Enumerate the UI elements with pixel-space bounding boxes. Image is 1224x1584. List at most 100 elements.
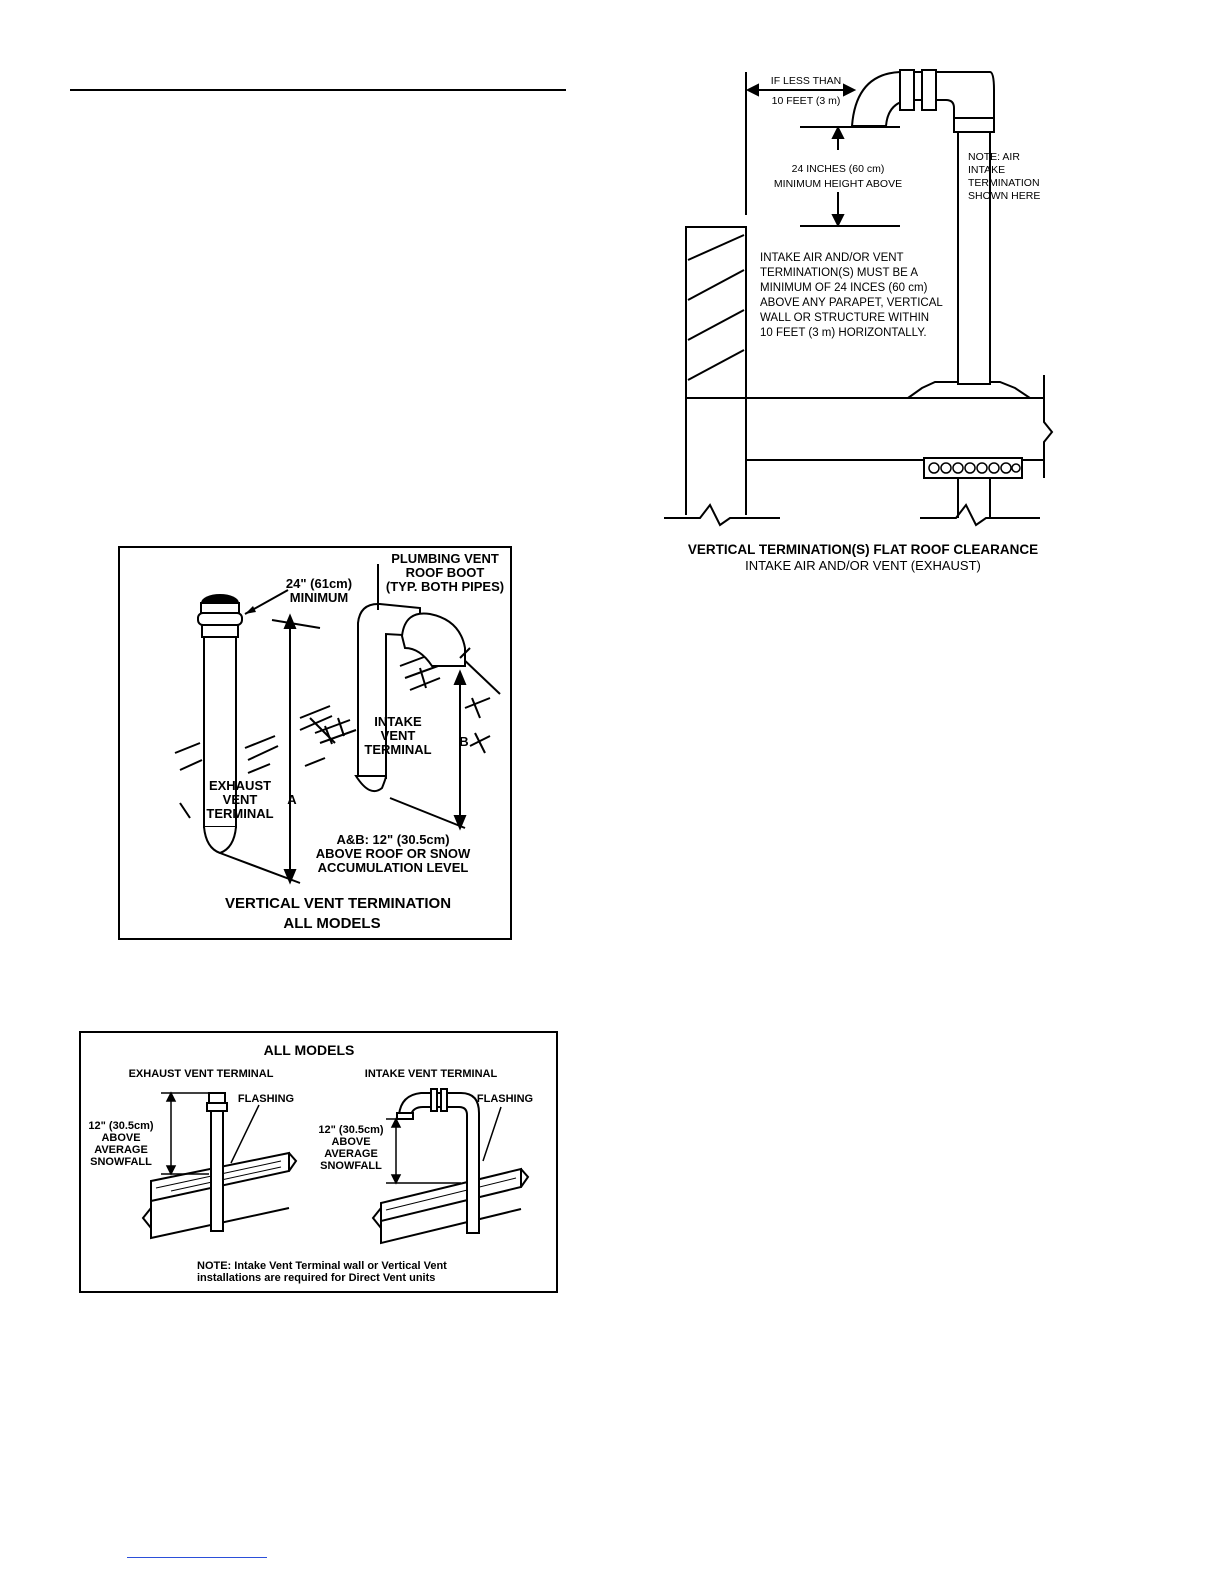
snow-right-dimension (386, 1106, 502, 1185)
svg-text:NOTE: AIR: NOTE: AIR (968, 151, 1020, 163)
svg-text:installations are required for: installations are required for Direct Ve… (197, 1272, 435, 1284)
svg-text:VERTICAL TERMINATION(S) FLAT R: VERTICAL TERMINATION(S) FLAT ROOF CLEARA… (688, 542, 1038, 557)
plumbing-label-1: PLUMBING VENT (391, 551, 499, 566)
svg-text:INTAKE: INTAKE (968, 164, 1005, 176)
svg-text:24" (61cm): 24" (61cm) (286, 576, 352, 591)
svg-text:SHOWN HERE: SHOWN HERE (968, 190, 1040, 202)
if-less-label-2: 10 FEET (3 m) (772, 95, 841, 107)
air-note-3: TERMINATION (968, 177, 1040, 189)
minimum-label-2: MINIMUM (290, 590, 349, 605)
above-right-1: 12" (30.5cm) (318, 1124, 383, 1136)
exhaust-label-3: TERMINAL (206, 806, 273, 821)
svg-text:VENT: VENT (223, 792, 258, 807)
intake-label-2: VENT (381, 728, 416, 743)
above-right-2: ABOVE (331, 1136, 370, 1148)
requirement-line-3: MINIMUM OF 24 INCES (60 cm) (760, 282, 928, 294)
flat-roof-diagram: IF LESS THAN 10 FEET (3 m) 24 INCHES (60… (664, 69, 1054, 573)
requirement-line-6: 10 FEET (3 m) HORIZONTALLY. (760, 327, 927, 339)
snowfall-note-2: installations are required for Direct Ve… (197, 1272, 435, 1284)
snow-left-dimension (161, 1091, 260, 1176)
svg-text:TERMINAL: TERMINAL (206, 806, 273, 821)
roof-hatching (174, 653, 501, 819)
svg-text:INTAKE: INTAKE (374, 714, 422, 729)
height-label-1: 24 INCHES (60 cm) (792, 163, 885, 175)
svg-text:NOTE: Intake Vent Terminal wal: NOTE: Intake Vent Terminal wall or Verti… (197, 1260, 447, 1272)
exhaust-pipe (197, 594, 301, 884)
vertical-caption-1: VERTICAL VENT TERMINATION (225, 895, 451, 912)
air-note-1: NOTE: AIR (968, 151, 1020, 163)
intake-terminal-title: INTAKE VENT TERMINAL (365, 1068, 498, 1080)
roof-vent-grille (923, 457, 1023, 479)
svg-text:SNOWFALL: SNOWFALL (90, 1156, 152, 1168)
requirement-line-4: ABOVE ANY PARAPET, VERTICAL (760, 297, 943, 309)
svg-text:(TYP. BOTH PIPES): (TYP. BOTH PIPES) (386, 579, 504, 594)
footer-link-underline (127, 1557, 267, 1558)
above-left-3: AVERAGE (94, 1144, 148, 1156)
svg-text:MINIMUM OF 24 INCES (60 cm): MINIMUM OF 24 INCES (60 cm) (760, 282, 928, 294)
svg-text:10 FEET (3 m): 10 FEET (3 m) (772, 95, 841, 107)
dimension-a-label: A (287, 792, 297, 807)
parapet-wall (685, 226, 747, 399)
svg-text:ROOF BOOT: ROOF BOOT (406, 565, 485, 580)
svg-text:VENT: VENT (381, 728, 416, 743)
pipe-flange (904, 381, 1034, 399)
svg-text:TERMINATION: TERMINATION (968, 177, 1040, 189)
vertical-note-1: A&B: 12" (30.5cm) (336, 832, 449, 847)
minimum-label-1: 24" (61cm) (286, 576, 352, 591)
svg-text:24 INCHES (60 cm): 24 INCHES (60 cm) (792, 163, 885, 175)
above-left-4: SNOWFALL (90, 1156, 152, 1168)
flat-roof-figure: IF LESS THAN 10 FEET (3 m) 24 INCHES (60… (660, 60, 1060, 580)
svg-text:12" (30.5cm): 12" (30.5cm) (88, 1120, 153, 1132)
svg-text:TERMINATION(S) MUST BE A: TERMINATION(S) MUST BE A (760, 267, 918, 279)
svg-text:ALL MODELS: ALL MODELS (283, 915, 380, 932)
intake-termination-pipe (850, 69, 995, 385)
svg-text:A: A (287, 792, 297, 807)
plumbing-label-2: ROOF BOOT (406, 565, 485, 580)
intake-label-1: INTAKE (374, 714, 422, 729)
svg-text:INTAKE AIR AND/OR VENT (EXHAUS: INTAKE AIR AND/OR VENT (EXHAUST) (745, 558, 981, 573)
svg-text:PLUMBING VENT: PLUMBING VENT (391, 551, 499, 566)
svg-text:WALL OR STRUCTURE WITHIN: WALL OR STRUCTURE WITHIN (760, 312, 929, 324)
flat-roof-caption-title: VERTICAL TERMINATION(S) FLAT ROOF CLEARA… (688, 542, 1038, 557)
air-note-4: SHOWN HERE (968, 190, 1040, 202)
flashing-label-left: FLASHING (238, 1093, 294, 1105)
snowfall-note-1: NOTE: Intake Vent Terminal wall or Verti… (197, 1260, 447, 1272)
requirement-line-5: WALL OR STRUCTURE WITHIN (760, 312, 929, 324)
svg-text:12" (30.5cm): 12" (30.5cm) (318, 1124, 383, 1136)
exhaust-label-2: VENT (223, 792, 258, 807)
flashing-label-right: FLASHING (477, 1093, 533, 1105)
flat-roof-caption-subtitle: INTAKE AIR AND/OR VENT (EXHAUST) (745, 558, 981, 573)
svg-text:AVERAGE: AVERAGE (94, 1144, 148, 1156)
svg-text:IF LESS THAN: IF LESS THAN (771, 75, 841, 87)
exhaust-label-1: EXHAUST (209, 778, 271, 793)
vertical-vent-figure: PLUMBING VENT ROOF BOOT (TYP. BOTH PIPES… (118, 546, 512, 940)
above-left-1: 12" (30.5cm) (88, 1120, 153, 1132)
section-divider (70, 89, 566, 91)
svg-text:TERMINAL: TERMINAL (364, 742, 431, 757)
svg-text:FLASHING: FLASHING (477, 1093, 533, 1105)
svg-text:ABOVE ROOF OR SNOW: ABOVE ROOF OR SNOW (316, 846, 471, 861)
snowfall-clearance-figure: ALL MODELS EXHAUST VENT TERMINAL INTAKE … (79, 1031, 558, 1293)
svg-text:ACCUMULATION LEVEL: ACCUMULATION LEVEL (318, 860, 469, 875)
svg-text:ALL MODELS: ALL MODELS (264, 1042, 355, 1058)
svg-text:A&B: 12" (30.5cm): A&B: 12" (30.5cm) (336, 832, 449, 847)
svg-text:MINIMUM: MINIMUM (290, 590, 349, 605)
plumbing-label-3: (TYP. BOTH PIPES) (386, 579, 504, 594)
vertical-vent-diagram: PLUMBING VENT ROOF BOOT (TYP. BOTH PIPES… (174, 551, 504, 932)
svg-text:B: B (459, 734, 468, 749)
snowfall-title: ALL MODELS (264, 1042, 355, 1058)
dimension-a (271, 613, 321, 885)
svg-text:10 FEET (3 m) HORIZONTALLY.: 10 FEET (3 m) HORIZONTALLY. (760, 327, 927, 339)
air-note-2: INTAKE (968, 164, 1005, 176)
vertical-note-3: ACCUMULATION LEVEL (318, 860, 469, 875)
intake-label-3: TERMINAL (364, 742, 431, 757)
above-right-4: SNOWFALL (320, 1160, 382, 1172)
dimension-b-label: B (459, 734, 468, 749)
above-left-2: ABOVE (101, 1132, 140, 1144)
requirement-line-1: INTAKE AIR AND/OR VENT (760, 252, 904, 264)
svg-text:EXHAUST: EXHAUST (209, 778, 271, 793)
snow-intake-pipe (396, 1088, 480, 1234)
svg-text:ABOVE ANY PARAPET, VERTICAL: ABOVE ANY PARAPET, VERTICAL (760, 297, 943, 309)
intake-pipe (354, 602, 471, 829)
if-less-label-1: IF LESS THAN (771, 75, 841, 87)
